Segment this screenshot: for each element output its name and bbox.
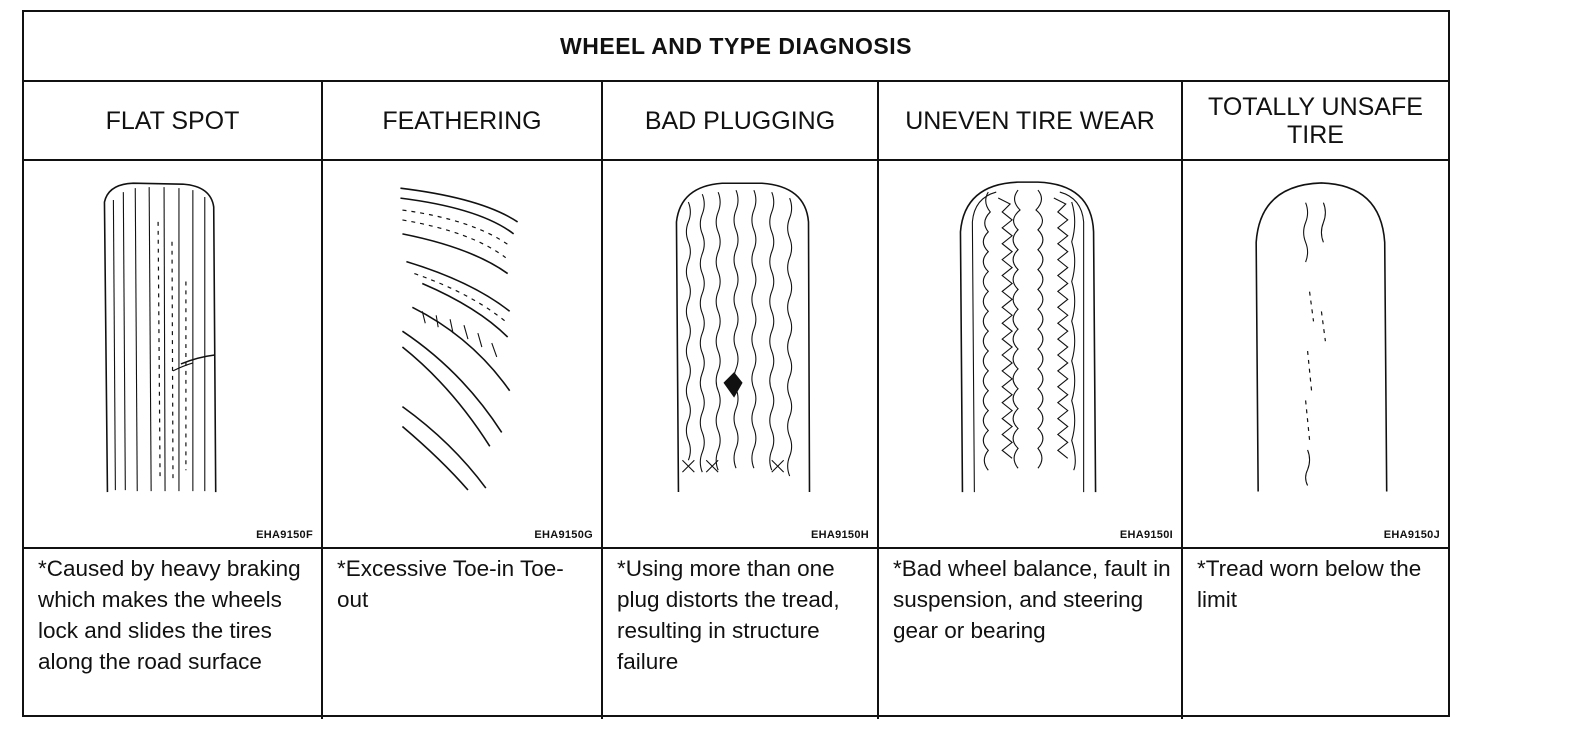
column-heading: UNEVEN TIRE WEAR xyxy=(879,82,1183,159)
feathering-tire-icon xyxy=(400,187,519,491)
column-heading: BAD PLUGGING xyxy=(603,82,879,159)
figure-cell: EHA9150I xyxy=(879,161,1183,547)
diagnosis-table: WHEEL AND TYPE DIAGNOSIS FLAT SPOT FEATH… xyxy=(22,10,1450,719)
figure-row: EHA9150F EHA9150G xyxy=(24,161,1448,549)
column-heading: FEATHERING xyxy=(323,82,603,159)
flat-spot-tire-icon xyxy=(103,182,217,493)
figure-code: EHA9150G xyxy=(534,529,593,541)
cause-description: *Excessive Toe-in Toe-out xyxy=(323,549,603,719)
table-title: WHEEL AND TYPE DIAGNOSIS xyxy=(24,12,1448,82)
heading-row: FLAT SPOT FEATHERING BAD PLUGGING UNEVEN… xyxy=(24,82,1448,161)
cause-description: *Using more than one plug distorts the t… xyxy=(603,549,879,719)
description-row: *Caused by heavy braking which makes the… xyxy=(24,549,1448,719)
cause-description: *Bad wheel balance, fault in suspension,… xyxy=(879,549,1183,719)
unsafe-tire-icon xyxy=(1255,182,1388,492)
figure-cell: EHA9150J xyxy=(1183,161,1448,547)
figure-code: EHA9150H xyxy=(810,529,869,541)
figure-code: EHA9150J xyxy=(1383,529,1440,541)
column-heading: FLAT SPOT xyxy=(24,82,323,159)
column-heading: TOTALLY UNSAFE TIRE xyxy=(1208,92,1423,149)
cause-description: *Caused by heavy braking which makes the… xyxy=(24,549,323,719)
bad-plugging-tire-icon xyxy=(675,182,811,492)
figure-code: EHA9150F xyxy=(256,529,313,541)
figure-code: EHA9150I xyxy=(1119,529,1173,541)
figure-cell: EHA9150H xyxy=(603,161,879,547)
figure-cell: EHA9150F xyxy=(24,161,323,547)
cause-description: *Tread worn below the limit xyxy=(1197,556,1422,612)
figure-cell: EHA9150G xyxy=(323,161,603,547)
uneven-wear-tire-icon xyxy=(959,181,1097,493)
